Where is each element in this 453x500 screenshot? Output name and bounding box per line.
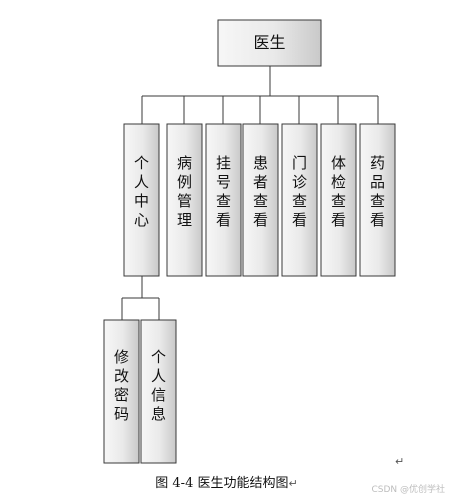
node-medicine-view: 药品查看 <box>359 123 396 277</box>
node-registration-view: 挂号查看 <box>205 123 242 277</box>
paragraph-return-mark: ↵ <box>395 455 405 468</box>
node-change-password: 修改密码 <box>103 319 140 464</box>
node-case-management: 病例管理 <box>166 123 203 277</box>
node-root-label: 医生 <box>253 33 285 52</box>
node-outpatient-view: 门诊查看 <box>281 123 318 277</box>
caption-return-mark: ↵ <box>288 477 298 490</box>
node-medicine-view-label: 药品查看 <box>370 154 385 229</box>
node-personal-info-label: 个人信息 <box>151 348 166 423</box>
node-change-password-label: 修改密码 <box>114 348 129 423</box>
node-case-management-label: 病例管理 <box>177 154 192 229</box>
node-personal-center: 个人中心 <box>123 123 160 277</box>
node-registration-view-label: 挂号查看 <box>216 154 231 229</box>
node-patient-view: 患者查看 <box>242 123 279 277</box>
caption-text: 图 4-4 医生功能结构图 <box>155 476 289 491</box>
node-personal-center-label: 个人中心 <box>134 154 149 229</box>
node-outpatient-view-label: 门诊查看 <box>292 154 307 229</box>
watermark: CSDN @优创学社 <box>371 485 445 495</box>
connectors <box>121 66 379 320</box>
node-personal-info: 个人信息 <box>140 319 177 464</box>
node-checkup-view: 体检查看 <box>320 123 357 277</box>
node-patient-view-label: 患者查看 <box>253 154 268 229</box>
node-checkup-view-label: 体检查看 <box>331 154 346 229</box>
function-structure-diagram: 医生 个人中心 病例管理 挂号查看 患者查看 门诊查看 体检查看 药品查看 修改… <box>103 19 396 464</box>
node-root-doctor: 医生 <box>217 19 322 67</box>
figure-caption: 图 4-4 医生功能结构图↵ <box>0 472 453 491</box>
